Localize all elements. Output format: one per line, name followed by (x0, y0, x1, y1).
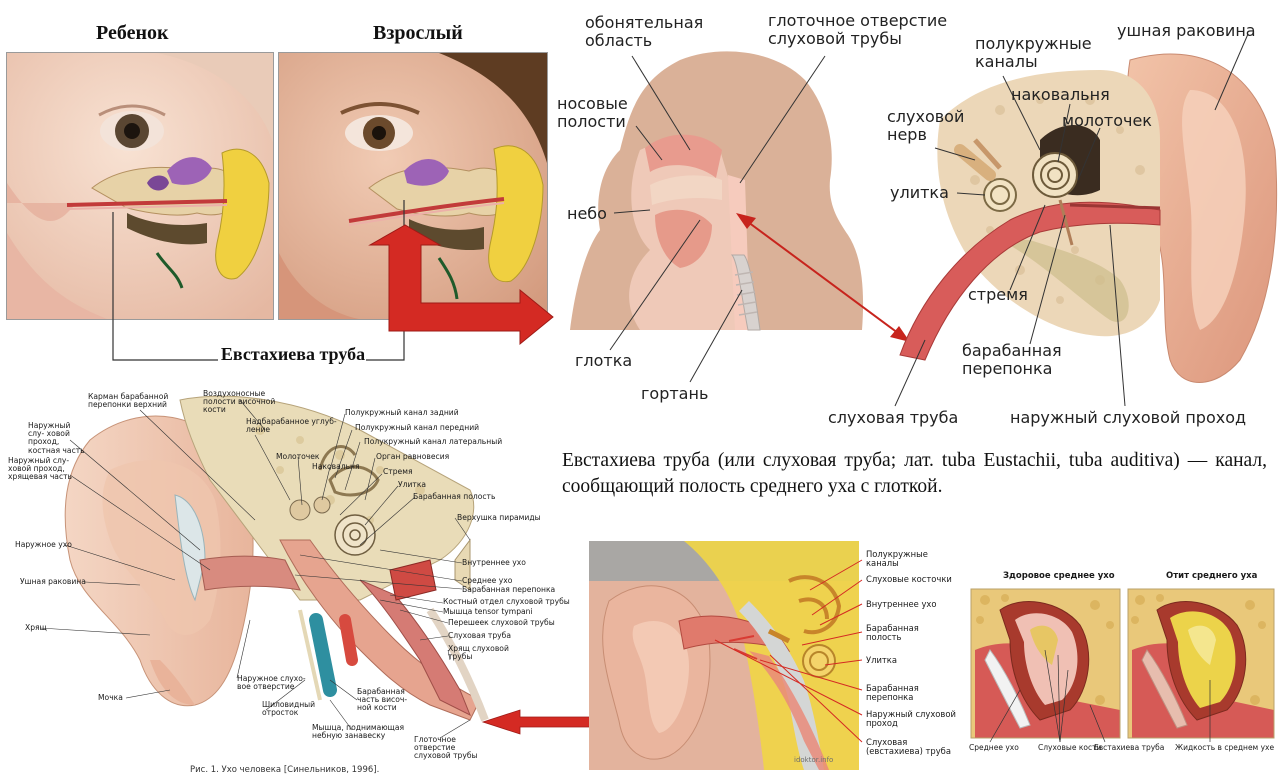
label-olfactory-region: обонятельная область (585, 13, 704, 50)
photo-label-cochlea: Улитка (866, 655, 897, 665)
label-auditory-tube: слуховая труба (828, 408, 959, 427)
anat-label-external-opening: Наружное слухо- вое отверстие (237, 674, 306, 692)
photo-label-eardrum: Барабанная перепонка (866, 683, 919, 703)
anat-label-inner-ear: Внутреннее ухо (462, 558, 526, 567)
anat-label-epitympanic: Надбарабанное углуб- ление (246, 417, 337, 435)
otitis-title: Отит среднего уха (1166, 571, 1258, 581)
label-palate: небо (567, 204, 607, 223)
healthy-ear-title: Здоровое среднее ухо (1003, 571, 1115, 581)
anat-label-canal-bony: Наружный слу- ховой проход, костная част… (28, 421, 85, 455)
child-face-panel (6, 52, 274, 320)
otitis-label-ossicles: Слуховые кости (1038, 743, 1102, 752)
anat-label-tensor-tympani: Мышца tensor tympani (443, 607, 533, 616)
anat-label-levator-muscle: Мышца, поднимающая небную занавеску (312, 723, 405, 741)
anat-label-upper-pocket: Карман барабанной перепонки верхний (88, 392, 169, 410)
anat-label-incus: Наковальня (312, 462, 360, 471)
label-eardrum: барабанная перепонка (962, 341, 1062, 378)
label-pharynx: глотка (575, 351, 633, 370)
definition-caption: Евстахиева труба (или слуховая труба; ла… (562, 450, 1267, 497)
anat-label-air-cavities: Воздухоносные полости височной кости (203, 389, 276, 415)
label-semicircular-canals: полукружные каналы (975, 34, 1092, 71)
anat-label-lobe: Мочка (98, 693, 123, 702)
eustachian-tube-label: Евстахиева труба (220, 344, 366, 364)
photo-label-inner-ear: Внутреннее ухо (866, 599, 937, 609)
photo-label-ossicles: Слуховые косточки (866, 574, 952, 584)
label-external-canal: наружный слуховой проход (1010, 408, 1247, 427)
otitis-label-fluid: Жидкость в среднем ухе (1175, 743, 1275, 752)
anat-label-tympanic-cavity: Барабанная полость (413, 492, 496, 501)
photo-label-tympanic-cavity: Барабанная полость (866, 623, 919, 643)
anat-label-pyramid-apex: Верхушка пирамиды (457, 513, 541, 522)
photo-label-external-canal: Наружный слуховой проход (866, 709, 956, 729)
anat-label-tympanic-part: Барабанная часть височ- ной кости (357, 687, 408, 713)
adult-label: Взрослый (373, 22, 463, 44)
label-cochlea: улитка (890, 183, 949, 202)
anat-label-anterior-canal: Полукружный канал передний (355, 423, 480, 432)
ear-photo-panel: idoktor.info (589, 541, 859, 770)
ear-photo-illustration (589, 541, 859, 770)
label-auditory-nerve: слуховой нерв (887, 107, 965, 144)
label-pharyngeal-opening: глоточное отверстие слуховой трубы (768, 11, 948, 48)
anat-label-pharyngeal-opening: Глоточное отверстие слуховой трубы (414, 735, 478, 761)
anat-label-outer-ear: Наружное ухо (15, 540, 72, 549)
anat-label-styloid: Шиловидный отросток (262, 700, 316, 718)
anat-label-stapes: Стремя (383, 467, 413, 476)
anat-label-bony-tube: Костный отдел слуховой трубы (443, 597, 570, 606)
photo-label-semicircular: Полукружные каналы (866, 549, 928, 569)
label-nasal-cavities: носовые полости (557, 94, 628, 131)
anat-label-canal-cartilage: Наружный слу- ховой проход, хрящевая час… (8, 456, 73, 482)
label-auricle: ушная раковина (1117, 21, 1256, 40)
child-face-illustration (7, 53, 273, 319)
anat-label-balance-organ: Орган равновесия (376, 452, 450, 461)
otitis-label-middle-ear: Среднее ухо (969, 743, 1019, 752)
label-larynx: гортань (641, 384, 709, 403)
photo-label-eustachian-tube: Слуховая (евстахиева) труба (866, 737, 951, 757)
anat-label-lateral-canal: Полукружный канал латеральный (364, 437, 503, 446)
photo-watermark: idoktor.info (794, 756, 834, 764)
anat-label-auricle: Ушная раковина (20, 577, 86, 586)
anat-label-auditory-tube: Слуховая труба (448, 631, 511, 640)
label-incus: наковальня (1011, 85, 1110, 104)
anat-label-isthmus: Перешеек слуховой трубы (448, 618, 555, 627)
anat-label-tube-cartilage: Хрящ слуховой трубы (448, 644, 509, 662)
anat-label-posterior-canal: Полукружный канал задний (345, 408, 459, 417)
anat-label-tympanic-membrane: Барабанная перепонка (462, 585, 556, 594)
anat-label-middle-ear: Среднее ухо (462, 576, 513, 585)
otitis-label-eustachian-tube: Евстахиева труба (1094, 743, 1165, 752)
label-stapes: стремя (968, 285, 1028, 304)
anat-label-cartilage: Хрящ (25, 623, 47, 632)
anat-label-cochlea: Улитка (398, 480, 427, 489)
anatomy-figure-caption: Рис. 1. Ухо человека [Синельников, 1996]… (190, 765, 380, 775)
label-malleus: молоточек (1062, 111, 1152, 130)
child-label: Ребенок (96, 22, 169, 44)
anat-label-malleus: Молоточек (276, 452, 320, 461)
